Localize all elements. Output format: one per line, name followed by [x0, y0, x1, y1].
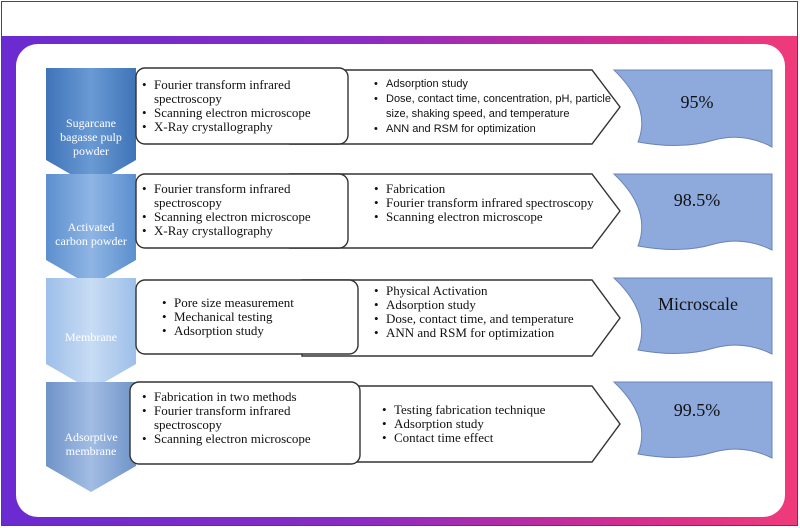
row-2-result: 98.5% [673, 190, 721, 210]
list-item: Scanning electron microscope [142, 432, 354, 447]
row-4-label-line-1: Adsorptive [64, 430, 118, 444]
list-item: Scanning electron microscope [142, 210, 342, 225]
row-3-label: Membrane [46, 330, 136, 344]
row-4-left-list: Fabrication in two methods Fourier trans… [142, 390, 354, 447]
row-1-label: Sugarcane bagasse pulp powder [46, 116, 136, 158]
row-2-right-list: Fabrication Fourier transform infrared s… [374, 182, 594, 225]
list-item: Contact time effect [382, 431, 602, 446]
row-2-result-shape [612, 173, 773, 251]
list-item: Dose, contact time, and temperature [374, 312, 614, 327]
row-4-result-shape [612, 381, 773, 459]
row-3-result: Microscale [658, 294, 738, 314]
row-1-chevron [46, 68, 136, 186]
row-3-right-list: Physical Activation Adsorption study Dos… [374, 284, 614, 341]
row-1-label-line-3: powder [73, 144, 109, 158]
list-item: X-Ray crystallography [142, 224, 342, 239]
list-item: Mechanical testing [162, 310, 352, 325]
row-1-right-list: Adsorption study Dose, contact time, con… [374, 77, 624, 137]
row-1-result: 95% [680, 92, 714, 112]
row-1-label-line-1: Sugarcane [66, 116, 116, 130]
row-1-result-shape [612, 69, 773, 148]
list-item: Testing fabrication technique [382, 403, 602, 418]
list-item: Adsorption study [374, 77, 624, 92]
list-item: Fourier transform infrared spectroscopy [142, 78, 342, 106]
list-item: Adsorption study [374, 298, 614, 313]
list-item: Scanning electron microscope [142, 106, 342, 121]
list-item: ANN and RSM for optimization [374, 326, 614, 341]
list-item: Dose, contact time, concentration, pH, p… [374, 92, 624, 122]
top-white-strip [2, 2, 797, 36]
list-item: Fourier transform infrared spectroscopy [374, 196, 594, 211]
row-2-label-line-2: carbon powder [55, 234, 127, 248]
row-1-label-line-2: bagasse pulp [60, 130, 122, 144]
list-item: Pore size measurement [162, 296, 352, 311]
list-item: Scanning electron microscope [374, 210, 594, 225]
list-item: Fabrication [374, 182, 594, 197]
row-4-result: 99.5% [673, 400, 721, 420]
row-2-left-list: Fourier transform infrared spectroscopy … [142, 182, 342, 239]
list-item: Fabrication in two methods [142, 390, 354, 405]
list-item: X-Ray crystallography [142, 120, 342, 135]
row-3-label-line-1: Membrane [65, 330, 117, 344]
row-3-left-list: Pore size measurement Mechanical testing… [162, 296, 352, 339]
list-item: ANN and RSM for optimization [374, 122, 624, 137]
row-2-label-line-1: Activated [67, 220, 115, 234]
row-2-label: Activated carbon powder [46, 220, 136, 248]
row-4-chevron [46, 382, 136, 492]
row-3-result-shape [612, 277, 773, 355]
row-4-right-list: Testing fabrication technique Adsorption… [382, 403, 602, 446]
list-item: Physical Activation [374, 284, 614, 299]
list-item: Adsorption study [162, 324, 352, 339]
list-item: Adsorption study [382, 417, 602, 432]
list-item: Fourier transform infrared spectroscopy [142, 182, 342, 210]
row-4-label-line-2: membrane [65, 444, 117, 458]
row-1-left-list: Fourier transform infrared spectroscopy … [142, 78, 342, 135]
row-2-chevron [46, 174, 136, 286]
row-4-label: Adsorptive membrane [46, 430, 136, 458]
list-item: Fourier transform infrared spectroscopy [142, 404, 354, 432]
row-3-chevron [46, 278, 136, 390]
